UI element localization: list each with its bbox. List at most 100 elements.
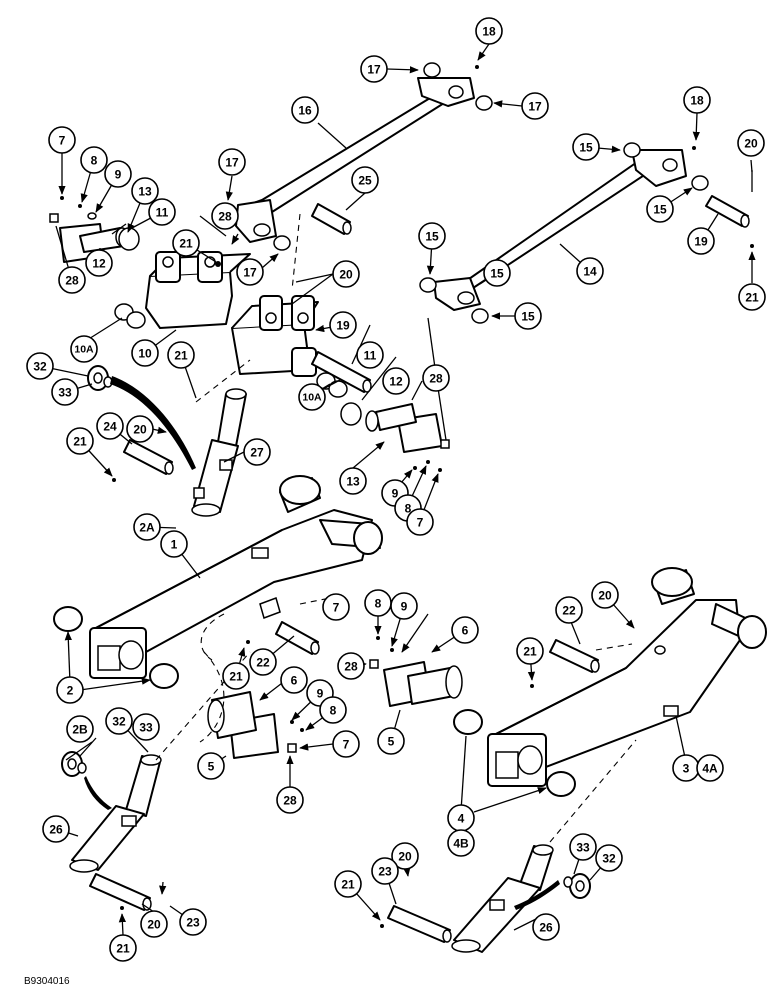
callout-24: 24: [96, 412, 124, 440]
callout-21: 21: [109, 934, 137, 962]
svg-text:20: 20: [398, 850, 412, 864]
upper-link-arm-left: [235, 77, 475, 243]
svg-text:17: 17: [225, 156, 239, 170]
svg-text:9: 9: [401, 600, 408, 614]
callout-21: 21: [66, 427, 94, 455]
svg-text:8: 8: [330, 704, 337, 718]
svg-text:8: 8: [405, 502, 412, 516]
callout-28: 28: [276, 786, 304, 814]
callout-17: 17: [360, 55, 388, 83]
svg-text:3: 3: [683, 762, 690, 776]
callout-20: 20: [737, 129, 765, 157]
mounting-bracket-10: [145, 251, 319, 377]
svg-text:16: 16: [298, 104, 312, 118]
callout-28: 28: [337, 652, 365, 680]
pin-22-right: [530, 639, 600, 688]
figure-id: B9304016: [24, 976, 70, 987]
svg-text:33: 33: [58, 386, 72, 400]
svg-text:21: 21: [174, 349, 188, 363]
bushings-15: [419, 142, 709, 324]
svg-text:21: 21: [523, 645, 537, 659]
callout-21: 21: [167, 341, 195, 369]
callout-21: 21: [172, 229, 200, 257]
main-arm-left: [89, 475, 383, 679]
callout-12: 12: [382, 367, 410, 395]
callout-3: 3: [672, 754, 700, 782]
svg-text:22: 22: [256, 656, 270, 670]
svg-text:2A: 2A: [139, 521, 155, 535]
callout-2b: 2B: [66, 715, 94, 743]
callout-33: 33: [51, 378, 79, 406]
callout-21: 21: [334, 870, 362, 898]
callout-12: 12: [85, 249, 113, 277]
svg-text:12: 12: [92, 257, 106, 271]
callout-17: 17: [218, 148, 246, 176]
svg-text:21: 21: [745, 291, 759, 305]
hydraulic-cylinder-26-left: [69, 754, 162, 873]
callout-32: 32: [595, 844, 623, 872]
callout-2: 2: [56, 676, 84, 704]
svg-text:15: 15: [579, 141, 593, 155]
pin-24: [112, 439, 174, 482]
svg-text:15: 15: [425, 230, 439, 244]
svg-text:28: 28: [65, 274, 79, 288]
svg-text:10A: 10A: [302, 392, 322, 404]
upper-link-arm-right: [433, 149, 687, 311]
svg-text:4A: 4A: [702, 762, 718, 776]
callout-8: 8: [319, 696, 347, 724]
main-arm-right: [487, 567, 767, 787]
callout-15: 15: [418, 222, 446, 250]
svg-text:25: 25: [358, 174, 372, 188]
callout-23: 23: [179, 908, 207, 936]
svg-text:23: 23: [378, 865, 392, 879]
callout-28: 28: [211, 202, 239, 230]
callout-1: 1: [160, 530, 188, 558]
callout-8: 8: [364, 589, 392, 617]
svg-text:2B: 2B: [72, 723, 88, 737]
callout-13: 13: [131, 177, 159, 205]
callout-17: 17: [521, 92, 549, 120]
callout-14: 14: [576, 257, 604, 285]
svg-text:28: 28: [344, 660, 358, 674]
callout-22: 22: [249, 648, 277, 676]
plate-12-left: [49, 196, 140, 263]
callout-9: 9: [104, 160, 132, 188]
svg-text:8: 8: [91, 154, 98, 168]
svg-text:5: 5: [208, 760, 215, 774]
pin-19-right: [705, 170, 754, 248]
callout-21: 21: [738, 283, 766, 311]
svg-text:19: 19: [336, 319, 350, 333]
pin-19-center: [311, 351, 372, 393]
svg-text:21: 21: [229, 670, 243, 684]
svg-text:20: 20: [339, 268, 353, 282]
callout-15: 15: [514, 302, 542, 330]
svg-text:32: 32: [33, 360, 47, 374]
svg-text:32: 32: [112, 715, 126, 729]
svg-text:11: 11: [364, 349, 377, 363]
plate-5-left: [207, 691, 304, 759]
callout-5: 5: [197, 752, 225, 780]
svg-text:26: 26: [539, 921, 553, 935]
svg-text:14: 14: [583, 265, 597, 279]
svg-text:27: 27: [250, 446, 264, 460]
callout-26: 26: [42, 815, 70, 843]
svg-text:13: 13: [138, 185, 152, 199]
svg-text:15: 15: [653, 203, 667, 217]
washer-32-33-right: [514, 873, 591, 910]
svg-text:7: 7: [333, 601, 340, 615]
callout-21: 21: [222, 662, 250, 690]
svg-text:2: 2: [67, 684, 74, 698]
svg-text:24: 24: [103, 420, 117, 434]
callout-9: 9: [390, 592, 418, 620]
svg-text:15: 15: [521, 310, 535, 324]
callout-7: 7: [48, 126, 76, 154]
callout-21: 21: [516, 637, 544, 665]
bushings-2: [53, 606, 179, 689]
callout-15: 15: [646, 195, 674, 223]
callout-11: 11: [356, 341, 384, 369]
callout-28: 28: [58, 266, 86, 294]
callout-7: 7: [332, 730, 360, 758]
callout-10a: 10A: [298, 383, 326, 411]
callout-10: 10: [131, 339, 159, 367]
callout-32: 32: [105, 707, 133, 735]
